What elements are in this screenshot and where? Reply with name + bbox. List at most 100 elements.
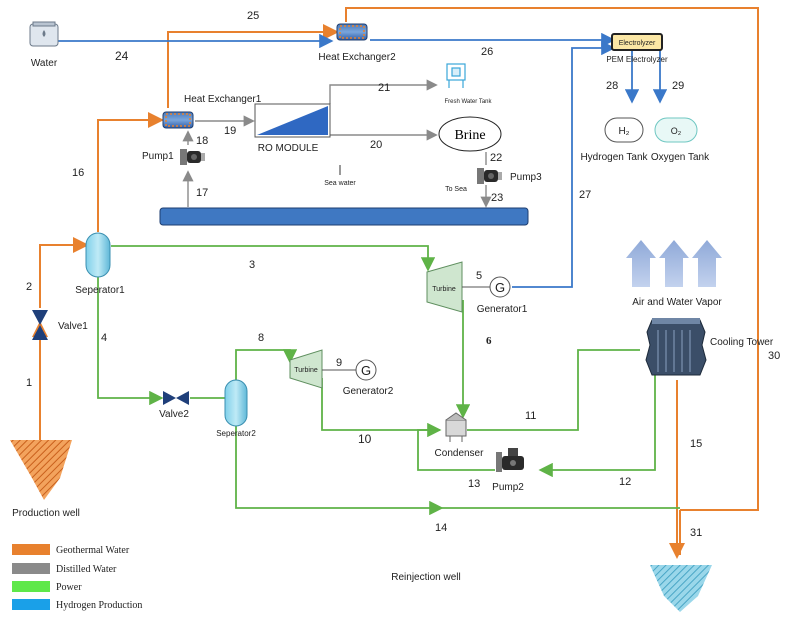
turbine1-label: Turbine — [432, 286, 456, 293]
stream-13-pipe — [417, 429, 495, 471]
heat-exchanger2-label: Heat Exchanger2 — [318, 52, 396, 63]
oxygen-tank-label: Oxygen Tank — [651, 152, 710, 163]
water-tank — [29, 21, 59, 47]
geothermal-pipes — [32, 7, 759, 559]
reinjection-well-label: Reinjection well — [391, 572, 460, 583]
heat-exchanger1-label: Heat Exchanger1 — [184, 94, 262, 105]
generator1-label: Generator1 — [477, 304, 528, 315]
stream-30-pipe — [345, 7, 759, 511]
legend-label-distilled: Distilled Water — [56, 564, 117, 575]
heat-exchanger2 — [336, 23, 368, 41]
legend-swatch-hydrogen — [12, 599, 50, 610]
stream-11-pipe — [467, 349, 640, 431]
legend: Geothermal Water Distilled Water Power H… — [12, 544, 142, 611]
stream-27-label: 27 — [579, 189, 591, 201]
turbine2: Turbine — [289, 349, 323, 389]
hydrogen-tank: H₂ — [604, 117, 644, 143]
stream-29-label: 29 — [672, 80, 684, 92]
electrolyzer-box-label: Electrolyzer — [619, 40, 656, 47]
stream-numbers: 1 2 3 4 5 6 8 9 10 11 12 13 14 15 16 17 … — [26, 10, 780, 539]
stream-11-label: 11 — [525, 410, 536, 422]
stream-2-label: 2 — [26, 281, 32, 293]
legend-swatch-geothermal — [12, 544, 50, 555]
component-labels: Water Heat Exchanger2 Heat Exchanger1 PE… — [12, 52, 774, 583]
stream-21-label: 21 — [378, 82, 390, 94]
ro-module — [254, 103, 331, 138]
pem-electrolyzer: Electrolyzer — [611, 33, 663, 51]
hydrogen-tank-label: Hydrogen Tank — [580, 152, 648, 163]
stream-2-pipe — [39, 237, 89, 308]
legend-swatch-power — [12, 581, 50, 592]
brine-ellipse — [438, 116, 502, 152]
hydrogen-pipes — [58, 32, 668, 288]
pump1 — [180, 149, 205, 165]
legend-label-geothermal: Geothermal Water — [56, 545, 130, 556]
stream-25-pipe — [167, 24, 339, 108]
stream-14-pipe — [235, 425, 444, 516]
condenser-label: Condenser — [435, 448, 485, 459]
stream-30-label: 30 — [768, 350, 780, 362]
cooling-tower — [645, 318, 707, 376]
separator1-label: Seperator1 — [75, 285, 125, 296]
production-well-label: Production well — [12, 508, 80, 519]
stream-4-label: 4 — [101, 332, 107, 344]
stream-14-label: 14 — [435, 522, 447, 534]
heat-exchanger1 — [162, 111, 194, 129]
turbine2-label: Turbine — [294, 367, 318, 374]
generator1-symbol: G — [495, 280, 505, 295]
pump1-label: Pump1 — [142, 151, 174, 162]
pem-electrolyzer-label: PEM Electrolyzer — [606, 55, 668, 64]
air-water-vapor-label: Air and Water Vapor — [632, 297, 722, 308]
stream-6-label: 6 — [486, 335, 492, 347]
ro-module-label: RO MODULE — [258, 143, 319, 154]
stream-28-label: 28 — [606, 80, 618, 92]
turbine1: Turbine — [426, 261, 463, 313]
legend-label-hydrogen: Hydrogen Production — [56, 600, 142, 611]
reinjection-well — [650, 565, 712, 612]
separator2-label: Seperator2 — [216, 429, 256, 438]
stream-26-label: 26 — [481, 46, 493, 58]
stream-16-label: 16 — [72, 167, 84, 179]
valve2-label: Valve2 — [159, 409, 189, 420]
stream-5-label: 5 — [476, 270, 482, 282]
condenser — [445, 412, 467, 442]
generator2-label: Generator2 — [343, 386, 394, 397]
valve1-label: Valve1 — [58, 321, 88, 332]
stream-16-pipe — [97, 112, 164, 232]
stream-31-label: 31 — [690, 527, 702, 539]
pump3-label: Pump3 — [510, 172, 542, 183]
generator2-symbol: G — [361, 363, 371, 378]
stream-12-pipe — [538, 375, 656, 478]
stream-10-pipe — [321, 378, 442, 438]
legend-label-power: Power — [56, 582, 82, 593]
production-well — [10, 440, 72, 500]
stream-19-label: 19 — [224, 125, 236, 137]
stream-27-pipe — [512, 40, 616, 288]
stream-12-label: 12 — [619, 476, 631, 488]
stream-21-pipe — [329, 79, 438, 104]
stream-15-label: 15 — [690, 438, 702, 450]
fresh-water-tank — [446, 63, 466, 88]
stream-8-label: 8 — [258, 332, 264, 344]
fresh-water-tank-label: Fresh Water Tank — [444, 99, 492, 105]
stream-9-label: 9 — [336, 357, 342, 369]
stream-23-label: 23 — [491, 192, 503, 204]
distilled-pipes — [182, 79, 492, 208]
stream-10-label: 10 — [358, 432, 372, 446]
pump3 — [477, 168, 502, 184]
stream-17-label: 17 — [196, 187, 208, 199]
generator1: G — [462, 276, 511, 298]
oxygen-tank: O₂ — [654, 117, 698, 143]
cooling-tower-label: Cooling Tower — [710, 337, 774, 348]
water-label: Water — [31, 58, 58, 69]
stream-1-label: 1 — [26, 377, 32, 389]
separator2 — [224, 379, 248, 427]
to-sea-label: To Sea — [445, 186, 467, 193]
pump2-label: Pump2 — [492, 482, 524, 493]
stream-25-label: 25 — [247, 10, 259, 22]
vapor-arrows — [626, 240, 722, 287]
stream-4-pipe — [97, 275, 164, 406]
o2-symbol: O₂ — [671, 126, 682, 136]
